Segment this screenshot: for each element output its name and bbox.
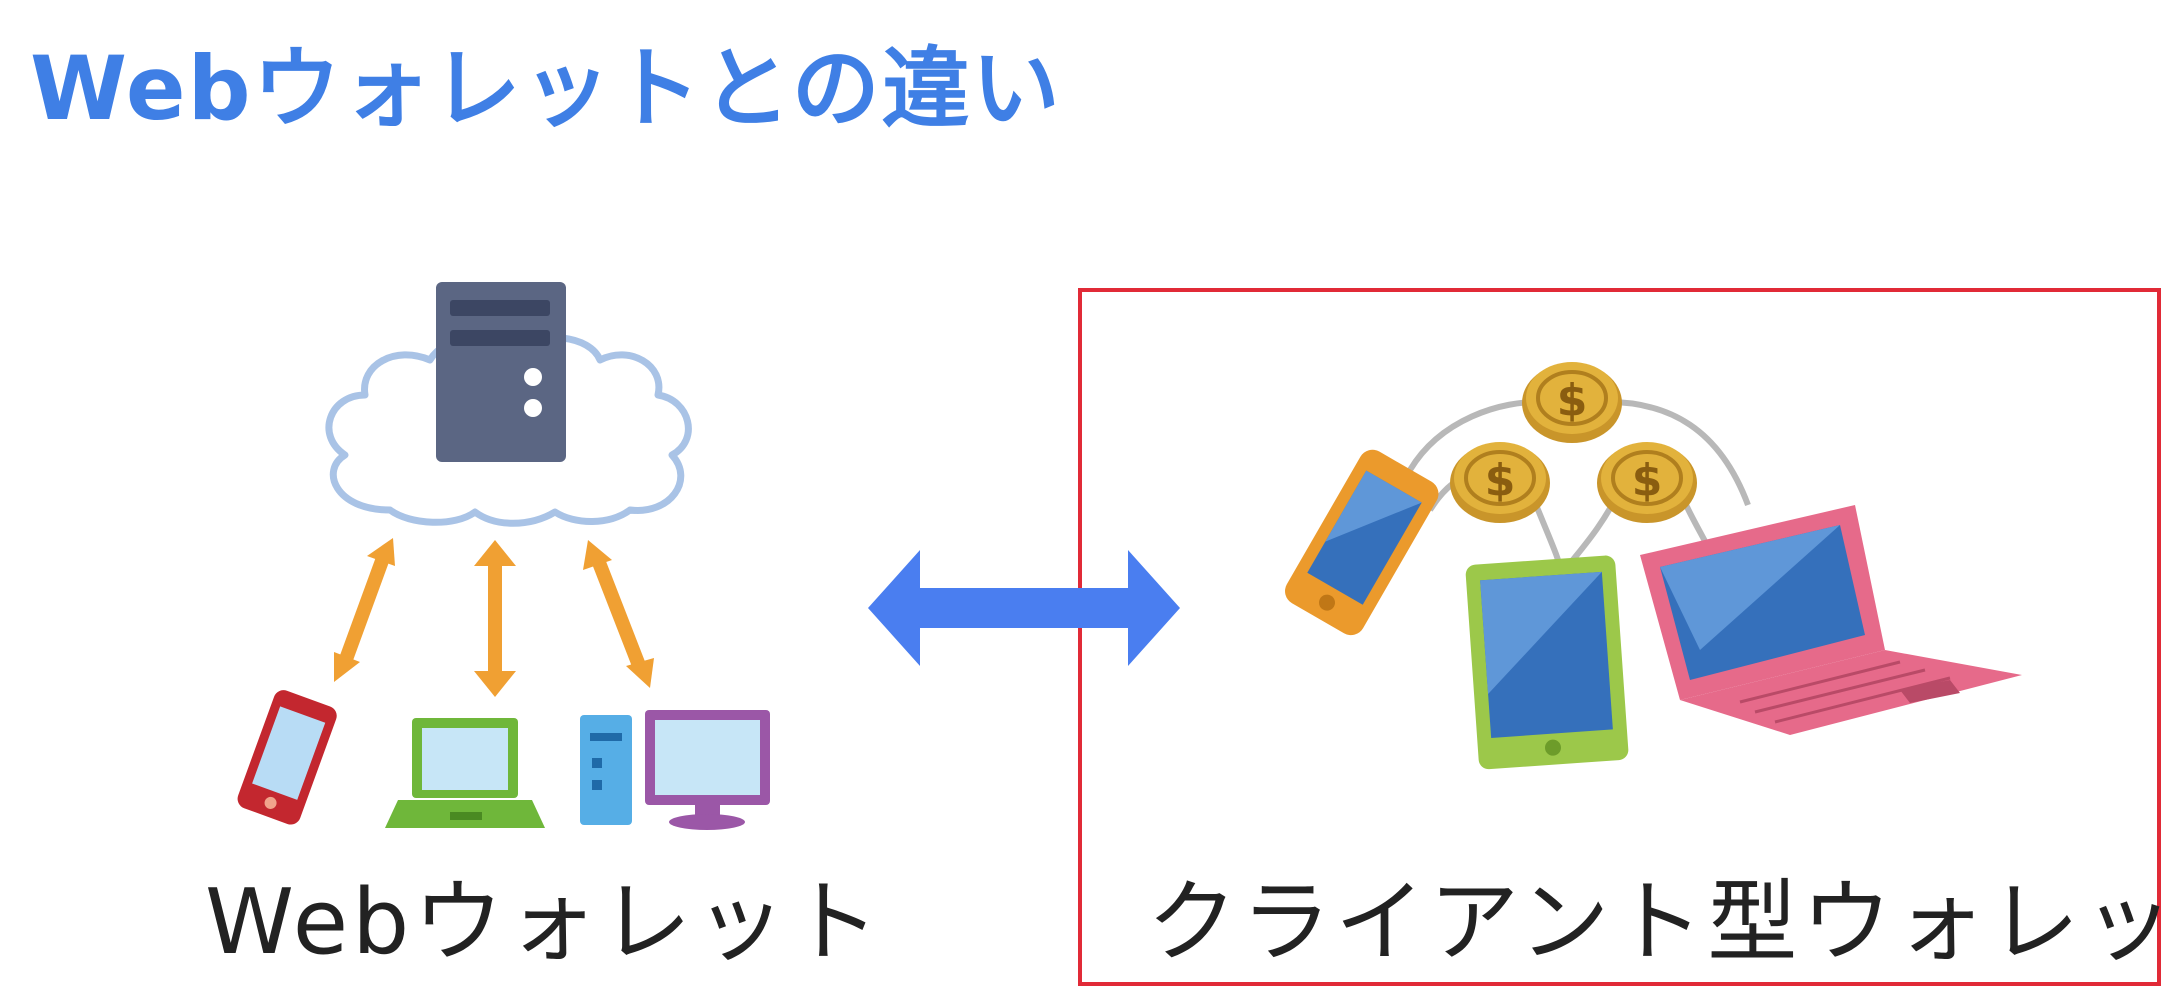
dollar-coin-icon: $ (1450, 442, 1550, 523)
web-wallet-label: Webウォレット (205, 870, 884, 975)
svg-text:$: $ (1632, 455, 1663, 506)
slide-title: Webウォレットとの違い (30, 37, 1062, 140)
smartphone-icon (1285, 449, 1439, 636)
svg-text:$: $ (1485, 455, 1516, 506)
bidirectional-arrow-icon (334, 538, 654, 697)
dollar-coin-icon: $ (1522, 362, 1622, 443)
client-wallet-highlight-box (1078, 288, 2161, 986)
svg-text:$: $ (1557, 375, 1588, 426)
laptop-icon (385, 718, 545, 828)
dollar-coin-icon: $ (1597, 442, 1697, 523)
tablet-icon (1465, 555, 1629, 770)
server-icon (436, 282, 566, 462)
smartphone-icon (237, 690, 337, 825)
client-wallet-label: クライアント型ウォレット (1147, 870, 2171, 975)
desktop-computer-icon (580, 710, 770, 830)
double-headed-arrow-icon (868, 550, 1180, 666)
laptop-icon (1640, 505, 2022, 735)
